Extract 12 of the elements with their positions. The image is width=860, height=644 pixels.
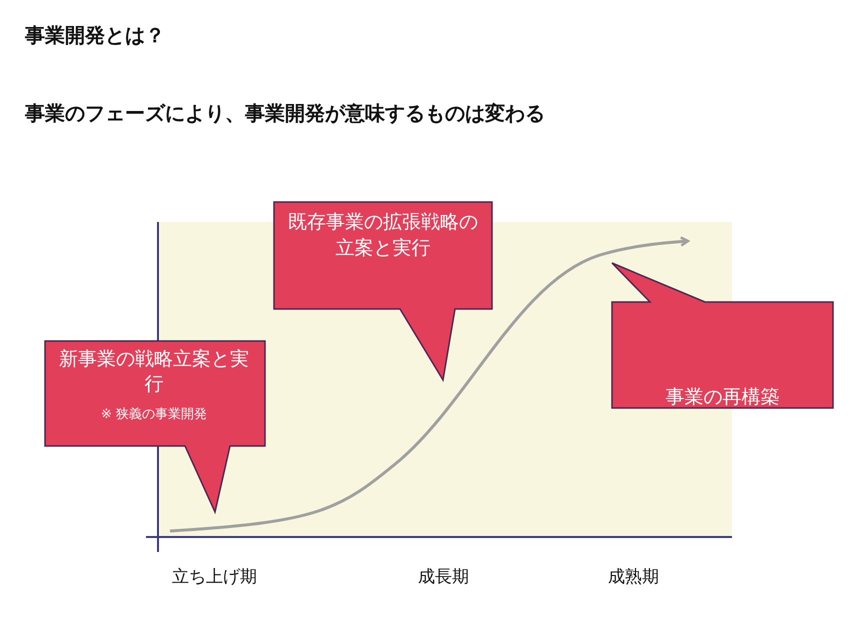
axis-label: 成長期 [418, 566, 469, 588]
callout-text: 既存事業の拡張戦略の立案と実行 [287, 210, 479, 261]
callout-text: 新事業の戦略立案と実行 [58, 347, 250, 396]
slide-subtitle: 事業のフェーズにより、事業開発が意味するものは変わる [25, 100, 545, 127]
axis-label: 成熟期 [608, 566, 659, 588]
callout-note: ※ 狭義の事業開発 [100, 406, 208, 423]
slide-title: 事業開発とは？ [25, 22, 165, 49]
speech-callout [612, 263, 833, 408]
speech-callout [45, 341, 265, 513]
callout-text: 事業の再構築 [666, 385, 780, 410]
speech-callout [274, 202, 492, 381]
axis-label: 立ち上げ期 [172, 566, 257, 588]
